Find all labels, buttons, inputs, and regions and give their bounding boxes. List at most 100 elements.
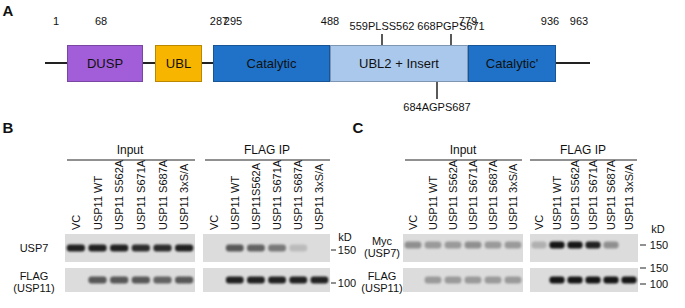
protein-band	[268, 277, 286, 284]
lane-label: VC	[408, 215, 419, 230]
lane-label: USP11 WT	[229, 176, 240, 230]
marker-size: 150	[338, 244, 356, 256]
protein-band	[175, 277, 193, 284]
protein-band	[531, 242, 546, 249]
protein-band	[549, 242, 564, 249]
residue-number: 936	[541, 15, 559, 27]
protein-band	[153, 277, 171, 284]
motif-tick	[450, 34, 452, 45]
domain-name: Catalytic	[247, 56, 297, 71]
lane-label: USP11 S562A	[570, 160, 581, 230]
lane-label: USP11 WT	[92, 176, 103, 230]
marker-size: 150	[650, 239, 668, 251]
protein-band	[567, 242, 582, 249]
protein-band	[549, 277, 564, 284]
lane-label: USP11 S687A	[293, 160, 304, 230]
lane-label: USP11 S671A	[588, 160, 599, 230]
protein-band	[88, 245, 106, 252]
panel-letter: C	[353, 120, 364, 137]
lane-label: USP11 S687A	[157, 160, 168, 230]
row-label: Myc (USP7)	[359, 235, 405, 259]
domain-name: DUSP	[87, 56, 123, 71]
motif-tick	[381, 34, 383, 45]
protein-band	[226, 245, 244, 252]
protein-band	[110, 245, 128, 252]
fraction-header: FLAG IP	[244, 144, 290, 157]
motif-label: 668PGPS671	[417, 20, 484, 32]
lane-label: USP11 S562A	[114, 160, 125, 230]
protein-band	[247, 245, 265, 252]
residue-number: 1	[53, 15, 59, 27]
panel-letter: B	[3, 120, 14, 137]
protein-band	[505, 277, 522, 284]
domain-box: Catalytic	[213, 45, 330, 82]
protein-band	[585, 277, 600, 284]
protein-band	[153, 245, 171, 252]
lane-label: USP11 S562A	[448, 160, 459, 230]
lane-label: USP11 3xS/A	[624, 164, 635, 230]
header-lines	[67, 160, 637, 161]
protein-band	[67, 245, 85, 252]
motif-label: 559PLSS562	[350, 20, 415, 32]
fraction-header: FLAG IP	[560, 144, 606, 157]
protein-band	[505, 242, 522, 249]
marker-size: 150	[650, 262, 668, 274]
protein-band	[567, 277, 582, 284]
protein-band	[485, 242, 502, 249]
protein-band	[445, 242, 462, 249]
lane-label: VC	[70, 215, 81, 230]
lane-label: USP11 WT	[428, 176, 439, 230]
protein-band	[311, 277, 329, 284]
protein-band	[110, 277, 128, 284]
row-label: FLAG (USP11)	[358, 270, 406, 294]
unit-label: kD	[338, 231, 351, 243]
domain-name: UBL	[166, 56, 191, 71]
protein-band	[289, 277, 307, 284]
lane-label: USP11 WT	[552, 176, 563, 230]
lane-label: VC	[534, 215, 545, 230]
protein-band	[405, 242, 422, 249]
lane-label: USP11 3xS/A	[314, 164, 325, 230]
panel-letter: A	[3, 3, 14, 20]
lane-label: USP11 S671A	[135, 160, 146, 230]
domain-box: Catalytic'	[468, 45, 556, 82]
motif-label: 684AGPS687	[403, 101, 470, 113]
lane-label: USP11 S671A	[468, 160, 479, 230]
lane-label: USP11 S671A	[272, 160, 283, 230]
domain-box: DUSP	[67, 45, 143, 82]
lane-label: USP11 S687A	[488, 160, 499, 230]
fraction-header: Input	[117, 144, 144, 157]
protein-band	[132, 245, 150, 252]
unit-label: kD	[651, 223, 664, 235]
protein-band	[88, 277, 106, 284]
protein-band	[289, 245, 307, 252]
lane-label: USP11 3xS/A	[508, 164, 519, 230]
protein-band	[621, 277, 636, 284]
lane-label: USP11 S687A	[606, 160, 617, 230]
residue-number: 295	[224, 15, 242, 27]
residue-number: 68	[95, 15, 107, 27]
domain-name: Catalytic'	[486, 56, 538, 71]
protein-band	[465, 277, 482, 284]
protein-band	[603, 277, 618, 284]
protein-band	[132, 277, 150, 284]
motif-tick	[436, 82, 438, 99]
protein-band	[445, 277, 462, 284]
lane-label: USP11 3xS/A	[179, 164, 190, 230]
residue-number: 488	[321, 15, 339, 27]
row-label: FLAG (USP11)	[6, 270, 62, 294]
lane-label: USP11S562A	[250, 163, 261, 230]
protein-band	[585, 242, 600, 249]
lane-label: VC	[208, 215, 219, 230]
residue-number: 963	[570, 15, 588, 27]
protein-band	[247, 277, 265, 284]
marker-size: 100	[338, 277, 356, 289]
protein-band	[425, 242, 442, 249]
protein-band	[465, 242, 482, 249]
domain-box: UBL2 + Insert	[330, 45, 468, 82]
protein-band	[175, 245, 193, 252]
row-label: USP7	[6, 242, 62, 254]
domain-box: UBL	[155, 45, 202, 82]
protein-band	[485, 277, 502, 284]
protein-band	[425, 277, 442, 284]
